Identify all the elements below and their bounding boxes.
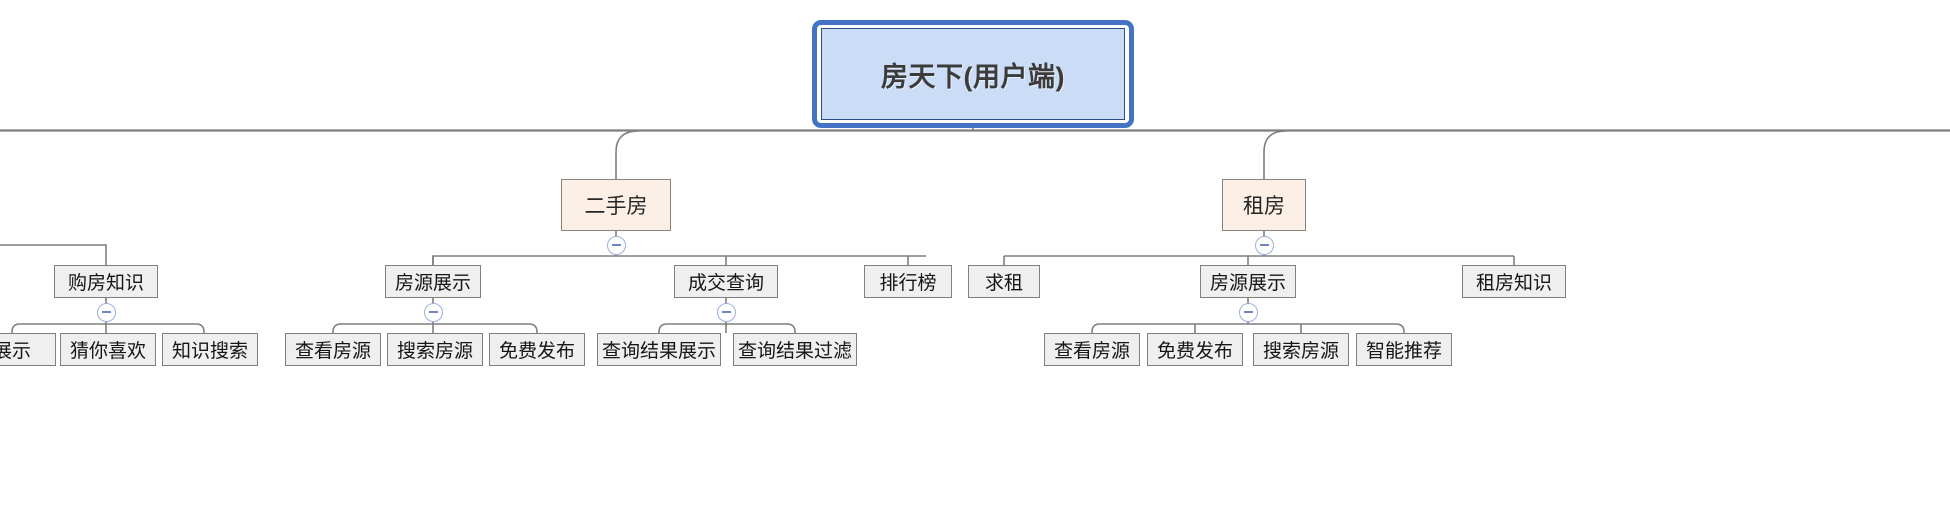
- category-node-ershoufang[interactable]: 二手房: [561, 179, 671, 231]
- leaf-node-sousuo-fangyuan-zf[interactable]: 搜索房源: [1253, 333, 1349, 366]
- node-qiuzu[interactable]: 求租: [968, 265, 1040, 298]
- node-label: 查询结果展示: [601, 341, 716, 362]
- node-label: 猜你喜欢: [69, 341, 146, 362]
- leaf-node-zhishi-sousuo[interactable]: 知识搜索: [162, 333, 258, 366]
- leaf-node-zhineng-tuijian[interactable]: 智能推荐: [1356, 333, 1452, 366]
- leaf-node-mianfei-fabu-zf[interactable]: 免费发布: [1147, 333, 1243, 366]
- node-label: 房源展示: [1209, 273, 1286, 294]
- root-node-label: 房天下(用户端): [821, 28, 1125, 120]
- node-fangyuan-zhanshi-zf[interactable]: 房源展示: [1200, 265, 1296, 298]
- leaf-node-chaxun-jieguo-zhanshi[interactable]: 查询结果展示: [597, 333, 721, 366]
- collapse-toggle-fangyuan-zhanshi-esf[interactable]: [423, 302, 443, 322]
- node-zufang-zhishi[interactable]: 租房知识: [1462, 265, 1566, 298]
- node-label: 查看房源: [294, 341, 371, 362]
- node-label: 排行榜: [879, 273, 937, 294]
- node-label: 租房: [1243, 195, 1285, 218]
- node-label: 智能推荐: [1365, 341, 1442, 362]
- node-label: 免费发布: [1156, 341, 1233, 362]
- node-goufang-zhishi[interactable]: 购房知识: [54, 265, 158, 298]
- leaf-node-chaxun-jieguo-guolv[interactable]: 查询结果过滤: [733, 333, 857, 366]
- collapse-toggle-zufang[interactable]: [1254, 235, 1274, 255]
- node-label: 房源展示: [394, 273, 471, 294]
- leaf-node-sousuo-fangyuan-esf[interactable]: 搜索房源: [387, 333, 483, 366]
- node-label: 搜索房源: [396, 341, 473, 362]
- collapse-toggle-chengjiao-chaxun[interactable]: [716, 302, 736, 322]
- collapse-toggle-goufang-zhishi[interactable]: [96, 302, 116, 322]
- category-node-zufang[interactable]: 租房: [1222, 179, 1306, 231]
- node-label: 展示: [0, 341, 31, 362]
- node-label: 购房知识: [67, 273, 144, 294]
- node-label: 成交查询: [687, 273, 764, 294]
- leaf-node-caini-xihuan[interactable]: 猜你喜欢: [60, 333, 156, 366]
- leaf-node-zhishi-zhanshi[interactable]: 展示: [0, 333, 56, 366]
- node-chengjiao-chaxun[interactable]: 成交查询: [674, 265, 778, 298]
- node-label: 查询结果过滤: [737, 341, 852, 362]
- collapse-toggle-fangyuan-zhanshi-zf[interactable]: [1238, 302, 1258, 322]
- node-label: 求租: [984, 273, 1023, 294]
- root-node[interactable]: 房天下(用户端): [812, 20, 1134, 128]
- leaf-node-chakan-fangyuan-zf[interactable]: 查看房源: [1044, 333, 1140, 366]
- node-label: 查看房源: [1053, 341, 1130, 362]
- node-label: 二手房: [584, 195, 648, 218]
- node-label: 知识搜索: [171, 341, 248, 362]
- collapse-toggle-ershoufang[interactable]: [606, 235, 626, 255]
- node-label: 搜索房源: [1262, 341, 1339, 362]
- node-label: 免费发布: [498, 341, 575, 362]
- leaf-node-mianfei-fabu-esf[interactable]: 免费发布: [489, 333, 585, 366]
- node-paihangbang[interactable]: 排行榜: [864, 265, 952, 298]
- node-label: 租房知识: [1475, 273, 1552, 294]
- leaf-node-chakan-fangyuan-esf[interactable]: 查看房源: [285, 333, 381, 366]
- node-fangyuan-zhanshi-esf[interactable]: 房源展示: [385, 265, 481, 298]
